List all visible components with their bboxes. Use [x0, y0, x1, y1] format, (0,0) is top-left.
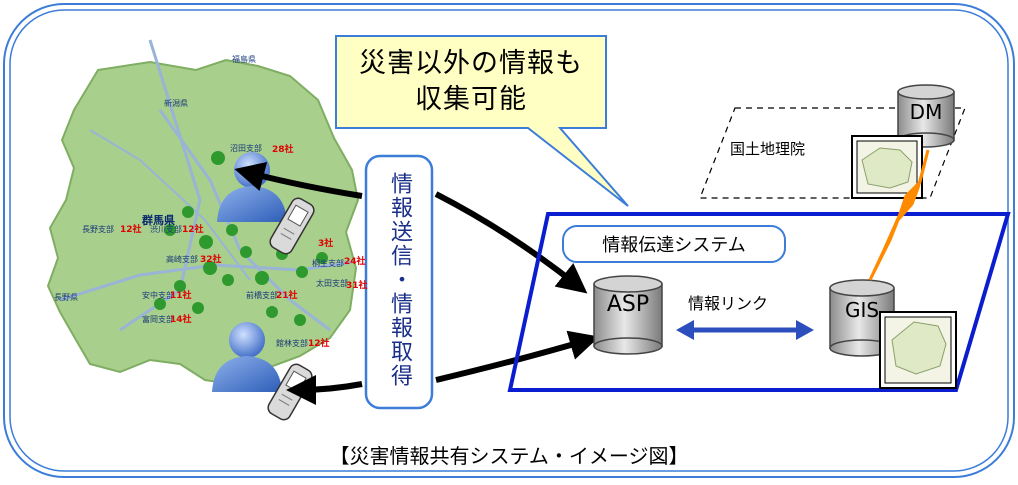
- asp-database-icon: [593, 275, 663, 355]
- system-title: 情報伝達システム: [602, 235, 746, 256]
- map-neighbor-3: 長野県: [54, 293, 78, 302]
- bubble-line-2: 収集可能: [415, 84, 527, 115]
- branch-name-7: 太田支部: [316, 279, 348, 288]
- dm-label: DM: [909, 100, 943, 124]
- speech-bubble-text: 災害以外の情報も 収集可能: [342, 38, 600, 126]
- branch-count-1: 12社: [120, 225, 142, 235]
- arrow-to-upper-person: [234, 161, 363, 199]
- lightning-icon: [868, 149, 930, 281]
- branch-name-9: 館林支部: [276, 339, 308, 348]
- gis-label: GIS: [844, 298, 880, 322]
- branch-count-4: 11社: [170, 291, 192, 301]
- gsi-label: 国土地理院: [730, 140, 806, 158]
- arrow-to-lower-phone: [286, 374, 363, 405]
- branch-name-8: 前橋支部: [246, 291, 278, 300]
- gis-database-icon: [829, 279, 895, 357]
- branch-count-5: 14社: [170, 315, 192, 325]
- figure-caption: 【災害情報共有システム・イメージ図】: [329, 444, 689, 468]
- outer-frame-inner: [9, 9, 1009, 472]
- speech-bubble: [335, 35, 629, 207]
- system-area: [507, 212, 1011, 392]
- branch-name-2: 渋川支部: [150, 225, 182, 234]
- branch-count-8: 21社: [276, 291, 298, 301]
- branch-name-1: 長野支部: [82, 225, 114, 234]
- link-label: 情報リンク: [688, 294, 769, 313]
- map-prefecture-label: 群馬県: [142, 214, 175, 227]
- person-icon-lower: [212, 322, 282, 392]
- map-thumbnail-gsi: [851, 135, 923, 199]
- branch-count-9: 12社: [308, 339, 330, 349]
- map-neighbor-2: 新潟県: [164, 99, 188, 108]
- branch-name-6: 桐生支部: [312, 259, 344, 268]
- info-exchange-box: [364, 154, 434, 410]
- asp-label: ASP: [606, 292, 650, 317]
- branch-count-7: 31社: [346, 281, 368, 291]
- map-thumbnail-gis: [879, 311, 957, 389]
- branch-count-0: 28社: [272, 145, 294, 155]
- outer-frame: [3, 3, 1015, 478]
- gunma-map: [46, 39, 360, 386]
- system-title-box: [562, 225, 786, 263]
- arrow-to-asp-from-upper: [434, 191, 588, 294]
- branch-count-3: 32社: [200, 255, 222, 265]
- branch-name-0: 沼田支部: [230, 144, 262, 153]
- branch-count-10: 3社: [318, 239, 334, 249]
- vertical-info-label: 情報送信・情報取得: [387, 172, 412, 388]
- branch-name-5: 富岡支部: [142, 315, 174, 324]
- branch-name-3: 高崎支部: [166, 255, 198, 264]
- branch-name-4: 安中支部: [142, 291, 174, 300]
- map-neighbor-1: 福島県: [232, 55, 256, 64]
- branch-count-6: 24社: [344, 257, 366, 267]
- bubble-line-1: 災害以外の情報も: [359, 48, 583, 79]
- mobile-phone-icon-upper: [269, 197, 315, 255]
- bidirectional-arrow: [676, 320, 814, 340]
- branch-count-2: 12社: [182, 225, 204, 235]
- gsi-area: [699, 107, 966, 199]
